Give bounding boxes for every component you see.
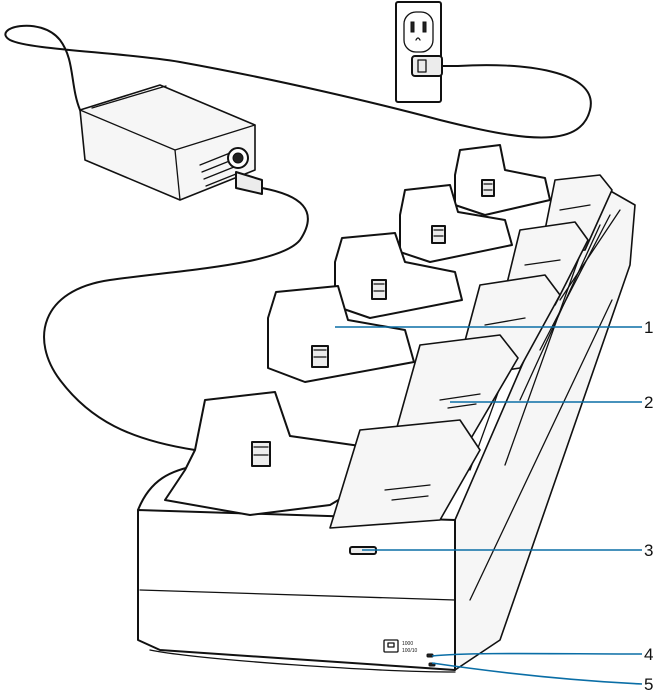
device-slot [399,184,513,263]
callout-2: 2 [644,393,653,412]
device-slot [454,144,551,216]
leader-line-4 [431,652,643,657]
callout-1: 1 [644,318,653,337]
battery-wells [329,174,613,529]
power-cord-ac [4,24,592,139]
device-slots [164,144,551,516]
wall-outlet [395,1,459,103]
device-slot [164,391,373,516]
callout-numbers: 1 2 3 4 5 [644,318,653,694]
port-speed-label-bottom: 100/10 [402,648,418,654]
device-slot [267,285,415,383]
power-cord-dc [43,187,309,451]
callout-5: 5 [644,675,653,694]
callout-4: 4 [644,645,653,664]
battery-well [329,419,481,529]
ethernet-port-icon [383,639,399,653]
port-speed-label-top: 1000 [402,641,413,647]
device-slot [334,232,463,319]
power-supply-brick [79,84,263,201]
callout-3: 3 [644,541,653,560]
callout-leaders [335,326,643,685]
leader-line-5 [431,662,643,685]
